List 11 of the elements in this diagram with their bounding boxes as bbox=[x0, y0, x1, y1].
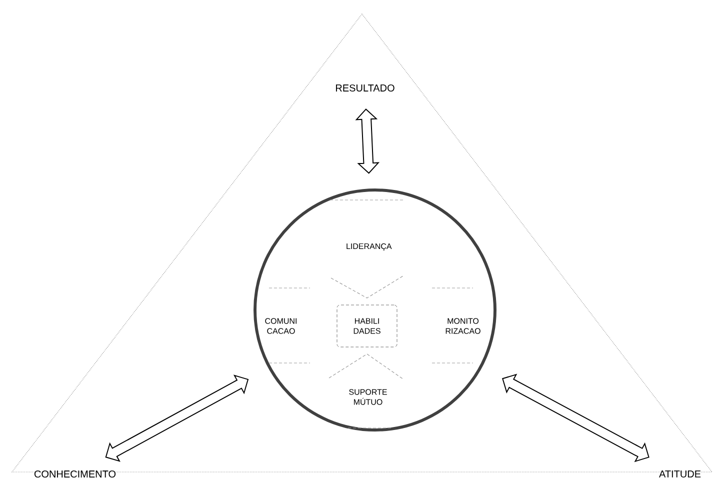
circle-segment: SUPORTE MÚTUO bbox=[328, 354, 404, 428]
corner-label: ATITUDE bbox=[659, 470, 701, 478]
outer-circle bbox=[254, 188, 496, 432]
double-arrow bbox=[355, 108, 380, 174]
double-arrow bbox=[105, 374, 249, 462]
circle-segment: LIDERANÇA bbox=[330, 200, 406, 298]
circle-segment: MONITO RIZACAO bbox=[432, 288, 480, 364]
circle-segment: COMUNI CACAO bbox=[265, 288, 310, 364]
corner-label: CONHECIMENTO bbox=[34, 470, 116, 478]
corner-label: RESULTADO bbox=[336, 84, 394, 92]
center-box: HABILI DADES bbox=[336, 304, 398, 348]
